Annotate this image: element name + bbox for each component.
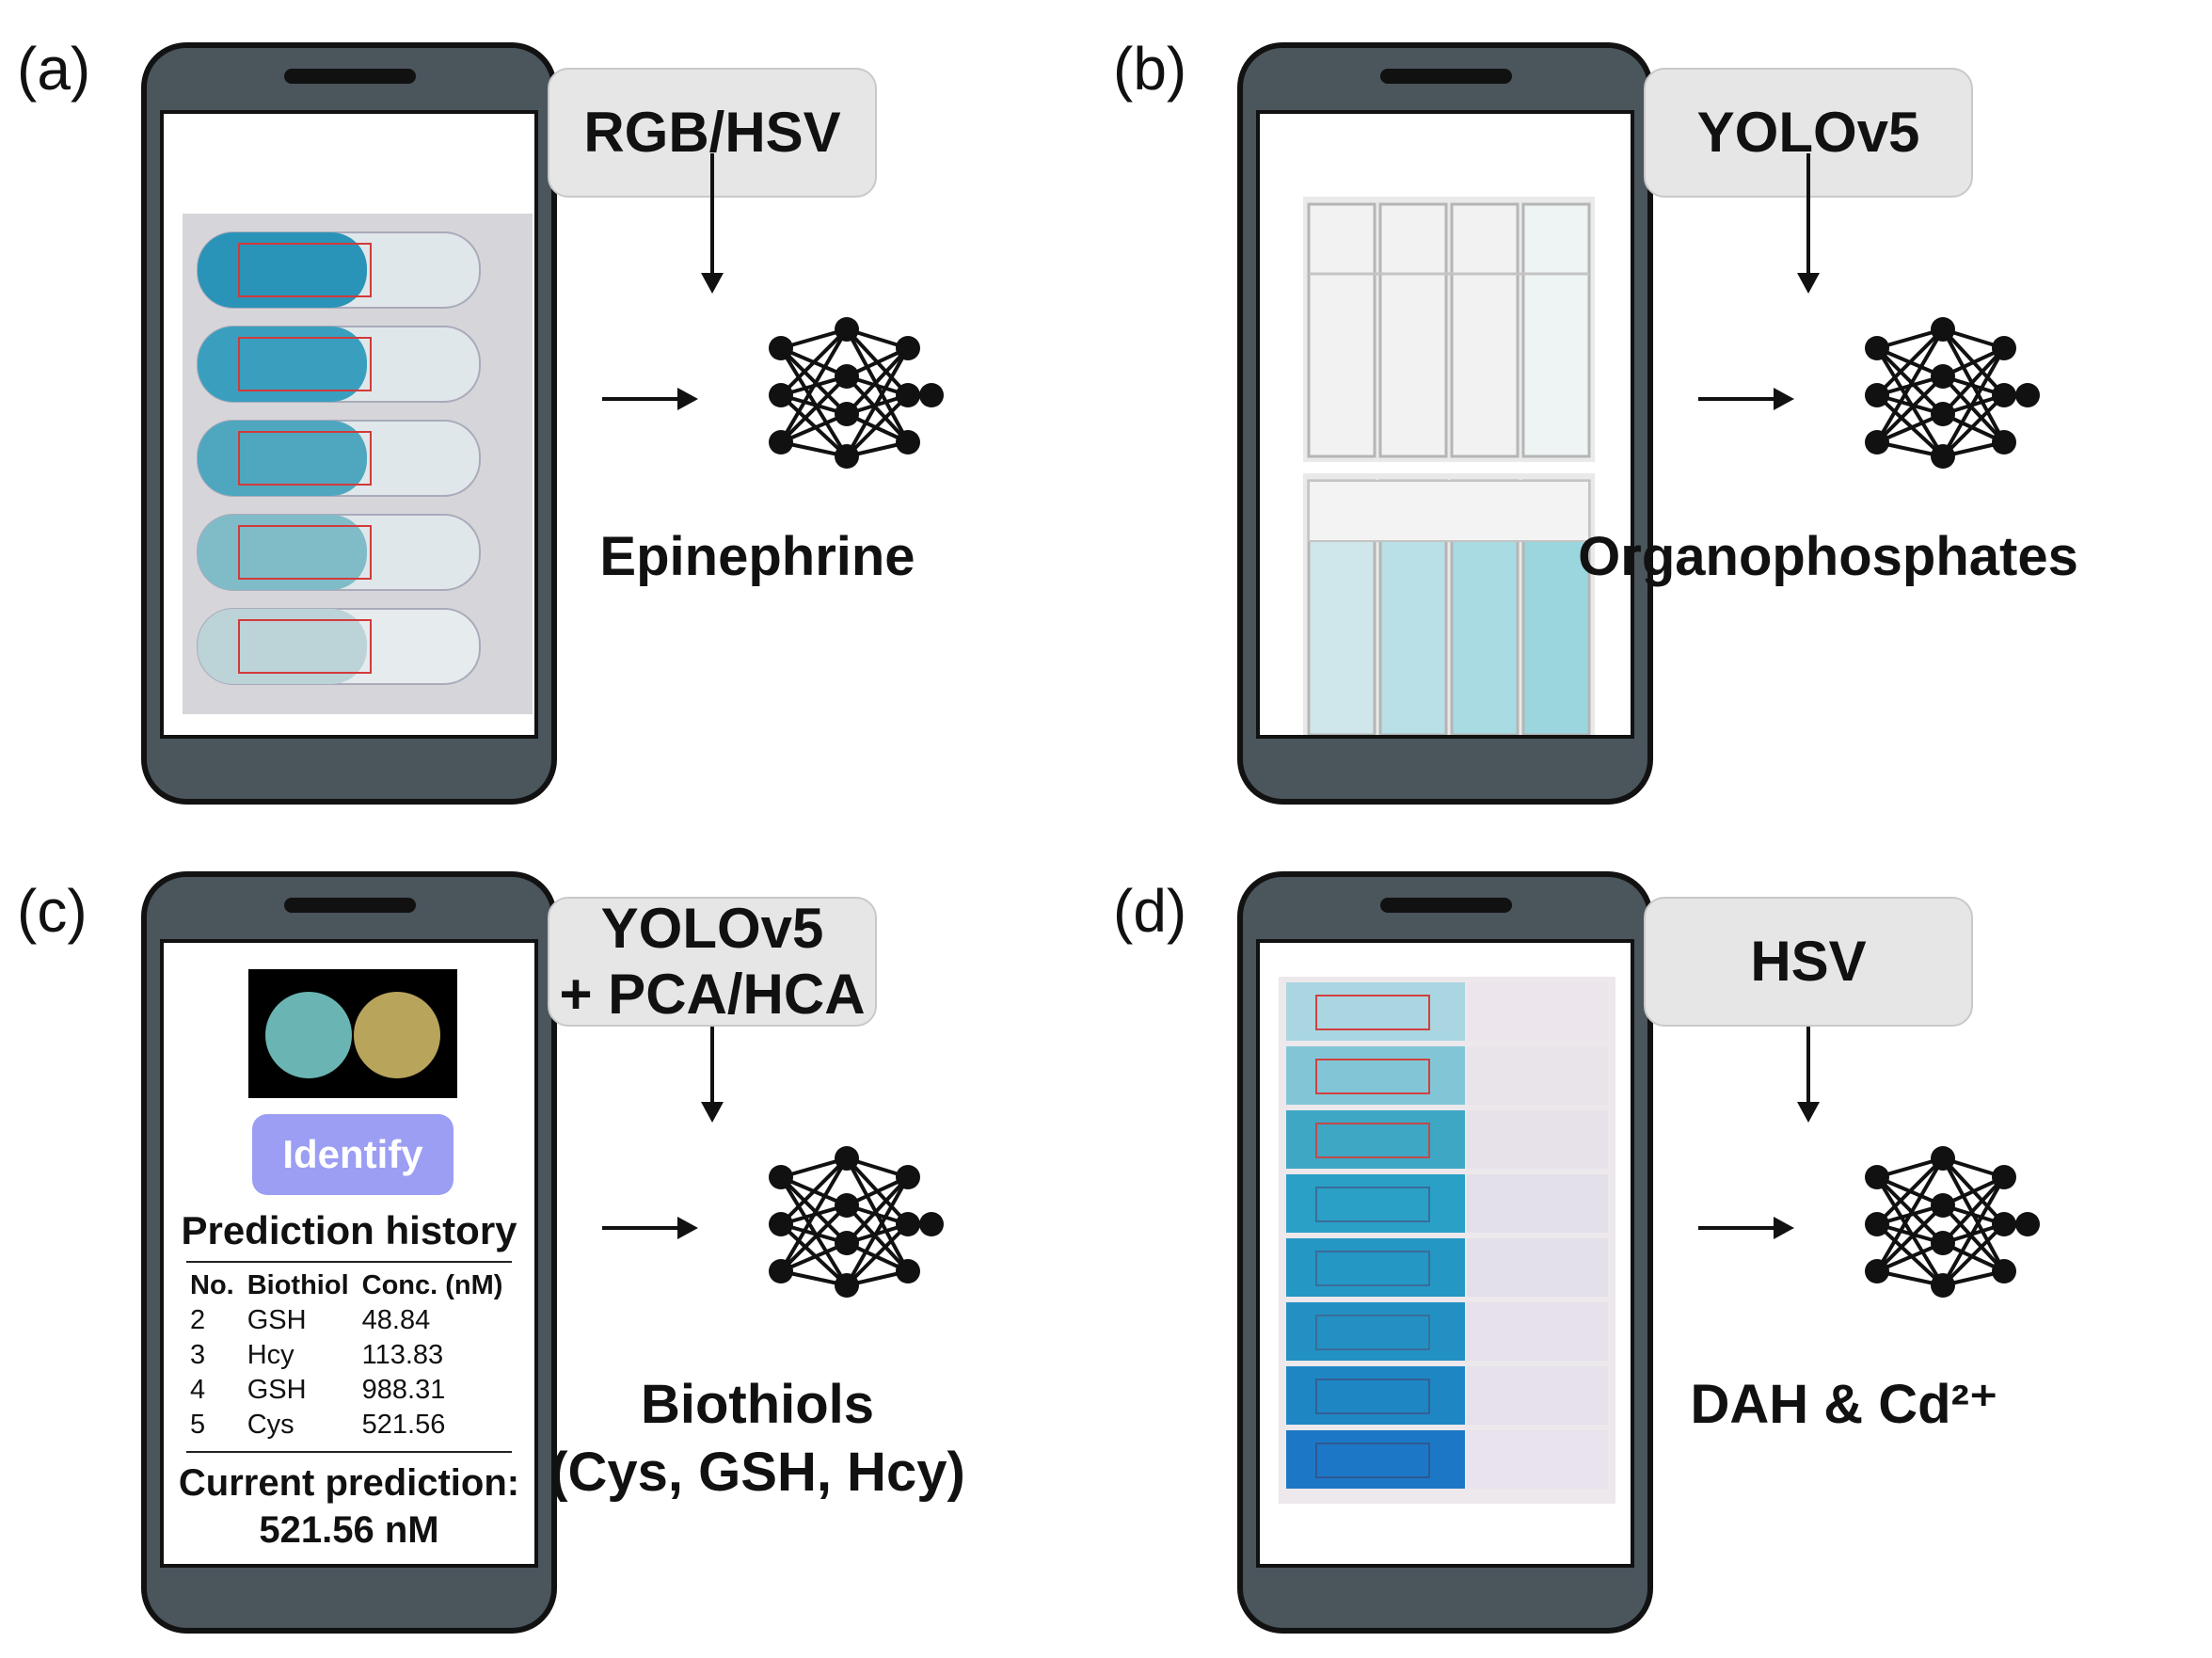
cuvette-row-bottom: [1307, 479, 1591, 735]
smartphone: Identify Prediction history No. Biothiol…: [141, 871, 557, 1634]
neural-network-icon: [769, 317, 944, 469]
current-prediction-label: Current prediction:: [178, 1462, 520, 1504]
column-header: Biothiol: [247, 1270, 349, 1300]
cell-no: 5: [190, 1410, 206, 1440]
test-tube-5: [197, 608, 481, 685]
test-tube-1: [197, 231, 481, 309]
down-arrow-icon: [1797, 273, 1820, 294]
flow-arrows: [1698, 153, 1820, 410]
column-header: Conc. (nM): [361, 1270, 503, 1300]
panel-label: (a): [17, 35, 91, 103]
neural-network-icon: [1865, 1146, 2040, 1298]
flow-arrows: [1698, 1027, 1820, 1239]
smartphone: [1237, 42, 1653, 805]
method-text: HSV: [1750, 930, 1867, 993]
speaker-slot: [284, 898, 416, 913]
cell-conc: 113.83: [361, 1340, 444, 1370]
panel-label: (d): [1113, 877, 1187, 945]
panel-label: (c): [17, 877, 88, 945]
speaker-slot: [284, 69, 416, 84]
phone-screen: [1256, 110, 1634, 739]
cuvette-row-top: [1307, 202, 1591, 458]
down-arrow-icon: [701, 273, 724, 294]
target-analyte: Epinephrine: [494, 523, 1021, 591]
smartphone: [1237, 871, 1653, 1634]
cell-no: 4: [190, 1375, 206, 1405]
cell-conc: 988.31: [361, 1375, 446, 1405]
test-tube-4: [197, 514, 481, 591]
cuvette-strip-photo: [1279, 977, 1615, 1504]
speaker-slot: [1380, 69, 1512, 84]
target-text-line-1: Biothiols: [640, 1374, 875, 1435]
flow-arrows: [602, 1027, 724, 1239]
panel-label: (b): [1113, 35, 1187, 103]
right-arrow-icon: [1774, 1217, 1794, 1239]
phone-screen: [160, 110, 538, 739]
target-text-line-2: (Cys, GSH, Hcy): [549, 1442, 965, 1503]
target-text: Organophosphates: [1578, 526, 2078, 587]
cuvette-strip: [1286, 982, 1608, 1489]
target-text: DAH & Cd²⁺: [1690, 1374, 1998, 1435]
cell-conc: 521.56: [361, 1410, 446, 1440]
down-arrow-icon: [701, 1102, 724, 1123]
phone-screen: Identify Prediction history No. Biothiol…: [160, 939, 538, 1568]
cell-conc: 48.84: [361, 1305, 431, 1335]
identify-button[interactable]: Identify: [252, 1114, 454, 1195]
prediction-history-table: No. Biothiol Conc. (nM) 2 GSH 48.84 3 Hc…: [190, 1268, 516, 1443]
panel-b: (b): [1096, 0, 2202, 829]
cell-biothiol: GSH: [247, 1305, 307, 1335]
right-arrow-icon: [677, 1217, 698, 1239]
sample-image: [248, 969, 457, 1098]
flow-arrows: [602, 153, 724, 410]
method-text-line-2: + PCA/HCA: [559, 963, 866, 1026]
target-analyte: DAH & Cd²⁺: [1590, 1371, 2098, 1439]
neural-network-icon: [1865, 317, 2040, 469]
table-row: 3 Hcy 113.83: [190, 1338, 516, 1373]
target-text: Epinephrine: [599, 526, 915, 587]
panel-c: (c) Identify Prediction history No. Biot…: [0, 829, 1106, 1658]
target-analyte: Organophosphates: [1574, 523, 2082, 591]
column-header: No.: [190, 1270, 234, 1300]
cell-biothiol: Hcy: [247, 1340, 294, 1370]
prediction-history-title: Prediction history: [181, 1208, 517, 1252]
neural-network-icon: [769, 1146, 944, 1298]
current-prediction-value: 521.56 nM: [259, 1509, 439, 1551]
test-tube-photo: [183, 214, 533, 714]
table-header-row: No. Biothiol Conc. (nM): [190, 1268, 516, 1303]
test-tube-3: [197, 420, 481, 497]
method-box: YOLOv5 + PCA/HCA: [548, 897, 877, 1027]
table-row: 2 GSH 48.84: [190, 1303, 516, 1338]
cell-biothiol: Cys: [247, 1410, 294, 1440]
sample-spot-2: [354, 992, 440, 1078]
smartphone: [141, 42, 557, 805]
divider: [186, 1451, 512, 1453]
method-text: YOLOv5: [1696, 101, 1920, 164]
panel-a: (a): [0, 0, 1106, 829]
cuvette-photo: [1303, 197, 1595, 735]
right-arrow-icon: [677, 388, 698, 410]
cell-no: 2: [190, 1305, 206, 1335]
method-text-line-1: YOLOv5: [600, 897, 824, 960]
table-row: 4 GSH 988.31: [190, 1373, 516, 1408]
sample-spot-1: [265, 992, 352, 1078]
divider: [186, 1261, 512, 1263]
test-tube-2: [197, 326, 481, 403]
target-analyte: Biothiols (Cys, GSH, Hcy): [494, 1371, 1021, 1507]
method-box: HSV: [1644, 897, 1973, 1027]
speaker-slot: [1380, 898, 1512, 913]
cell-no: 3: [190, 1340, 206, 1370]
cell-biothiol: GSH: [247, 1375, 307, 1405]
panel-d: (d): [1096, 829, 2202, 1658]
phone-screen: [1256, 939, 1634, 1568]
method-text: RGB/HSV: [583, 101, 841, 164]
right-arrow-icon: [1774, 388, 1794, 410]
table-row: 5 Cys 521.56: [190, 1408, 516, 1443]
down-arrow-icon: [1797, 1102, 1820, 1123]
